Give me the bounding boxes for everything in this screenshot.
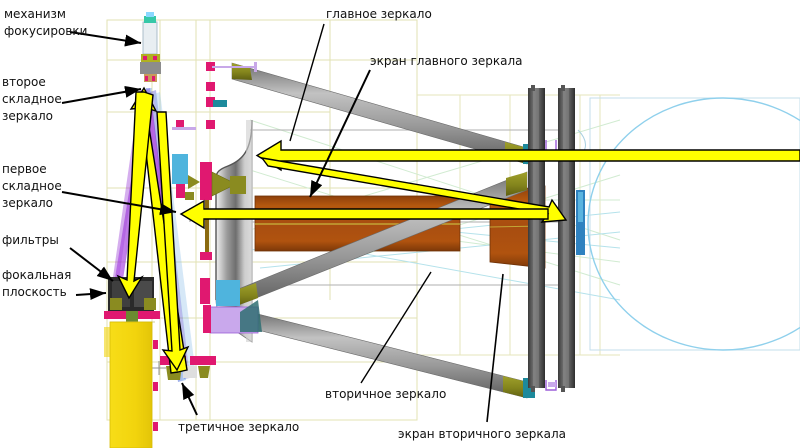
first-folding-mirror-assembly bbox=[172, 120, 200, 200]
label-secondary-mirror: вторичное зеркало bbox=[325, 387, 447, 401]
ray-down-to-tertiary bbox=[156, 111, 190, 372]
ray-secondary-to-fold bbox=[179, 199, 549, 230]
leader-lines bbox=[61, 23, 504, 423]
telescope-tube-bars bbox=[528, 85, 586, 392]
leader-first-folding-mirror bbox=[61, 191, 177, 216]
label-primary-mirror-baffle: экран главного зеркала bbox=[370, 54, 523, 68]
ray-primary-to-secondary bbox=[260, 157, 568, 223]
leader-primary-mirror bbox=[289, 23, 325, 142]
top-bench-fittings bbox=[206, 62, 257, 129]
label-filters: фильтры bbox=[2, 233, 59, 247]
leader-focusing-mechanism bbox=[69, 31, 142, 47]
focusing-mechanism-assembly bbox=[140, 12, 161, 82]
leader-tertiary-mirror bbox=[181, 382, 198, 416]
leader-primary-baffle bbox=[309, 69, 371, 198]
label-first-folding-mirror: первое складное зеркало bbox=[2, 162, 62, 210]
light-ray-arrows bbox=[116, 86, 800, 374]
leader-secondary-mirror bbox=[360, 271, 432, 384]
leader-secondary-baffle bbox=[486, 273, 504, 423]
left-bench-fittings bbox=[140, 12, 262, 334]
leader-second-folding-mirror bbox=[61, 85, 142, 104]
ray-fold-to-focal bbox=[116, 91, 154, 300]
label-second-folding-mirror: второе складное зеркало bbox=[2, 75, 62, 123]
strut-middle-upper bbox=[216, 171, 528, 307]
leader-focal-plane bbox=[75, 288, 107, 301]
label-focal-plane: фокальная плоскость bbox=[2, 268, 72, 299]
label-focusing-mechanism: механизм фокусировки bbox=[4, 7, 88, 38]
instrument-column bbox=[104, 321, 158, 448]
lower-bench-fittings bbox=[200, 278, 262, 334]
label-tertiary-mirror: третичное зеркало bbox=[178, 420, 300, 434]
label-secondary-mirror-baffle: экран вторичного зеркала bbox=[398, 427, 567, 441]
aperture-circle bbox=[587, 97, 800, 351]
label-primary-mirror: главное зеркало bbox=[326, 7, 432, 21]
lilac-fitting-bottom bbox=[545, 380, 557, 391]
leader-filters bbox=[69, 247, 114, 282]
